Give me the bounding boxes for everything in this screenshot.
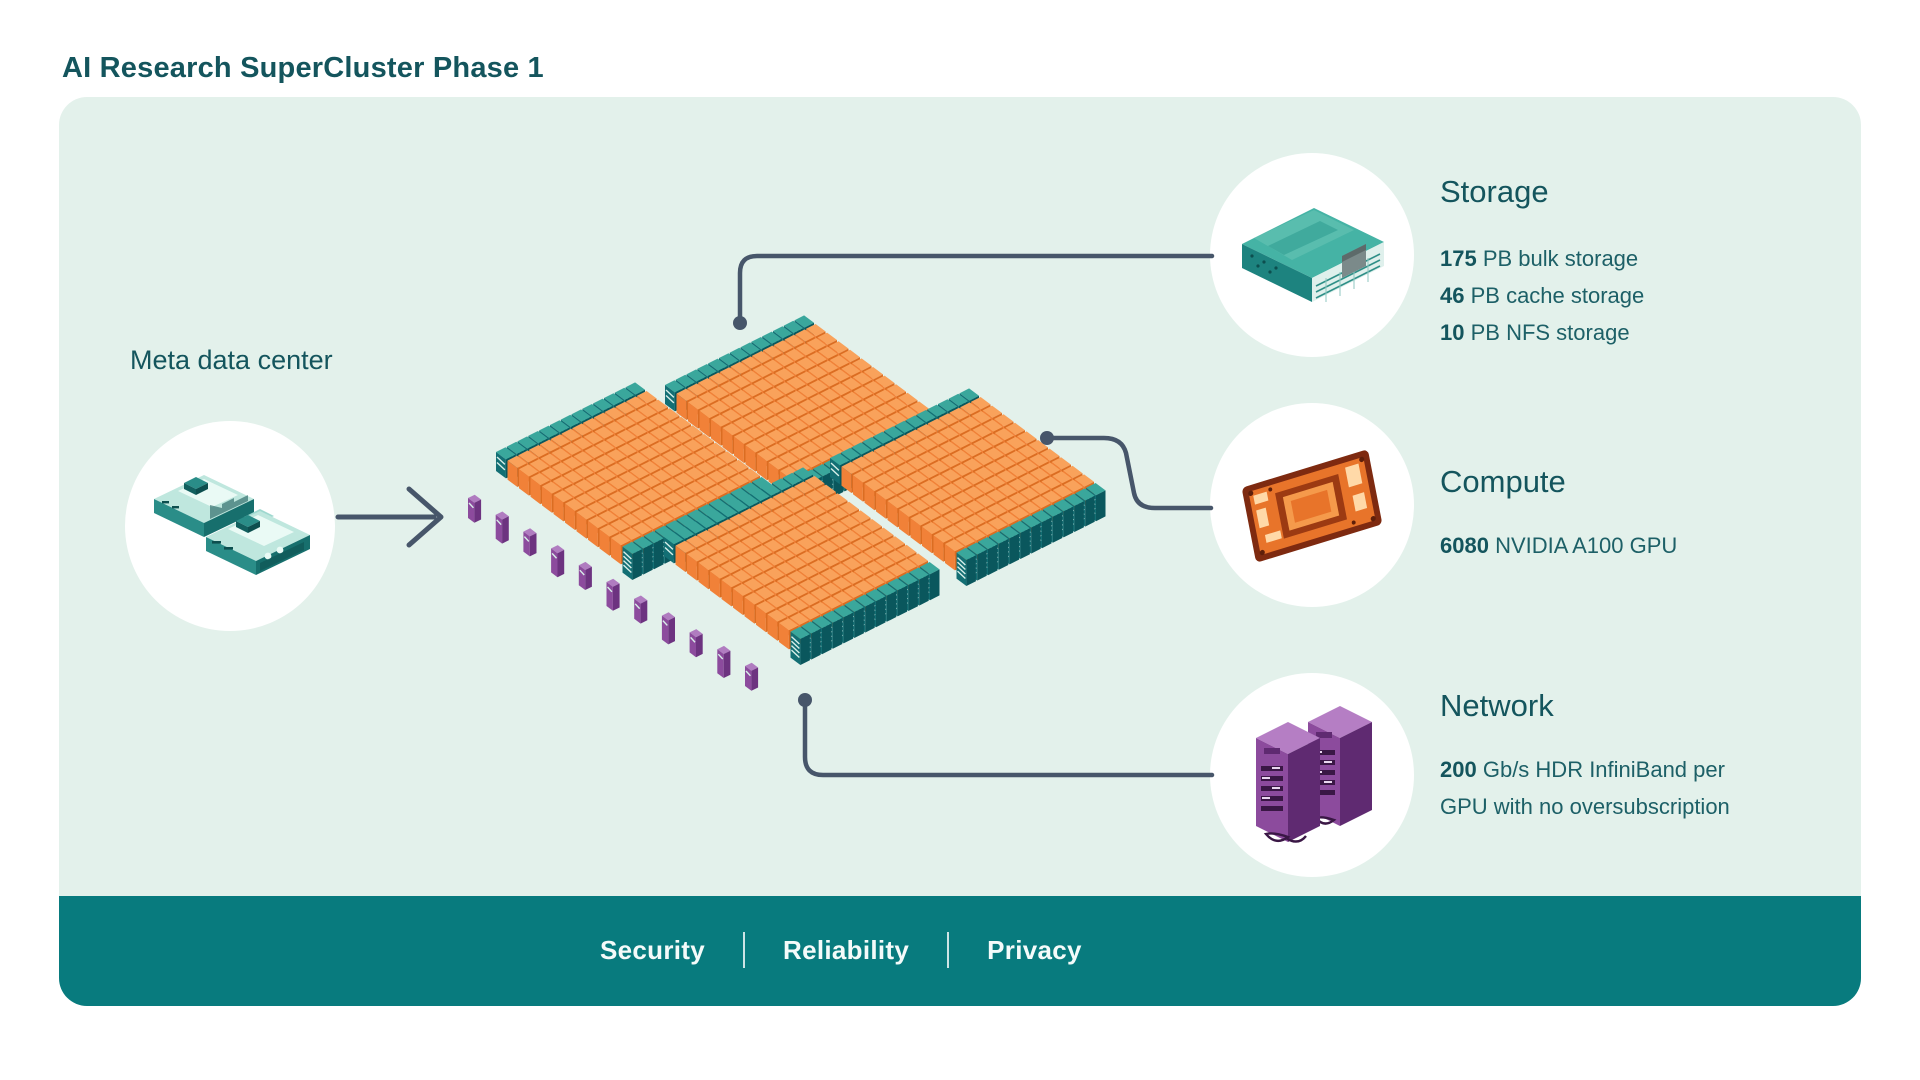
data-center-buildings-icon bbox=[154, 475, 310, 575]
compute-specs: 6080 NVIDIA A100 GPU bbox=[1440, 527, 1758, 564]
datacenter-label: Meta data center bbox=[130, 345, 333, 375]
footer-divider bbox=[947, 932, 950, 968]
footer-bar: Security Reliability Privacy bbox=[59, 896, 1861, 1006]
storage-specs: 175 PB bulk storage 46 PB cache storage … bbox=[1440, 240, 1758, 351]
spec-line: 6080 NVIDIA A100 GPU bbox=[1440, 533, 1678, 558]
gpu-board-icon bbox=[1242, 450, 1382, 562]
footer-divider bbox=[743, 932, 746, 968]
footer-item-security: Security bbox=[600, 934, 706, 965]
page-title: AI Research SuperCluster Phase 1 bbox=[62, 52, 544, 84]
network-circle bbox=[1210, 673, 1414, 877]
footer-item-reliability: Reliability bbox=[783, 934, 910, 965]
compute-title: Compute bbox=[1440, 464, 1566, 499]
storage-circle bbox=[1210, 153, 1414, 357]
compute-circle bbox=[1210, 403, 1414, 607]
storage-title: Storage bbox=[1440, 174, 1549, 209]
datacenter-circle bbox=[125, 421, 335, 631]
network-title: Network bbox=[1440, 688, 1554, 723]
spec-line: 175 PB bulk storage bbox=[1440, 246, 1639, 271]
network-switch-icon bbox=[1256, 706, 1372, 843]
diagram-panel: Security Reliability Privacy bbox=[59, 97, 1861, 1006]
footer-item-privacy: Privacy bbox=[987, 934, 1082, 965]
footer-principles-row: Security Reliability Privacy bbox=[600, 932, 1082, 968]
network-specs: 200 Gb/s HDR InfiniBand per GPU with no … bbox=[1440, 751, 1758, 825]
spec-line: 10 PB NFS storage bbox=[1440, 320, 1630, 345]
spec-line: 200 Gb/s HDR InfiniBand per GPU with no … bbox=[1440, 757, 1730, 819]
spec-line: 46 PB cache storage bbox=[1440, 283, 1645, 308]
storage-server-icon bbox=[1242, 208, 1384, 302]
